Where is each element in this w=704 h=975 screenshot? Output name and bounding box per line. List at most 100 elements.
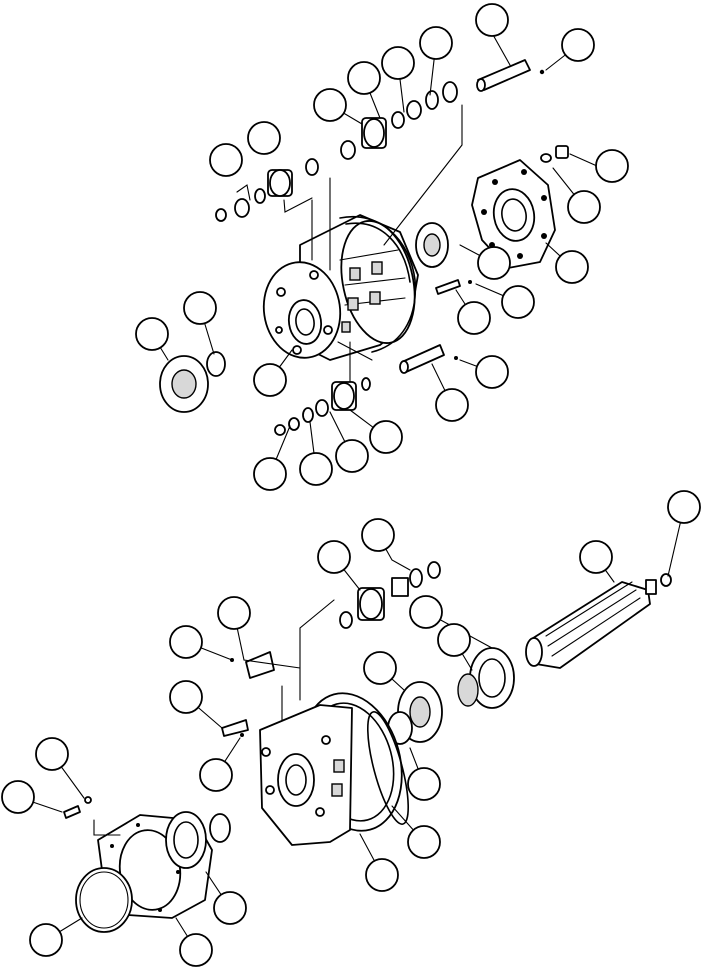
- callout-circle: [501, 285, 535, 319]
- callout-circle: [363, 651, 397, 685]
- callout-balloon: [667, 490, 701, 524]
- callout-balloon: [595, 149, 629, 183]
- callout-circle: [183, 291, 217, 325]
- callout-balloon: [555, 250, 589, 284]
- callout-balloon: [253, 363, 287, 397]
- callout-circle: [169, 680, 203, 714]
- callout-balloon: [253, 457, 287, 491]
- callout-balloon: [1, 780, 35, 814]
- callout-circle: [435, 388, 469, 422]
- callout-balloon: [579, 540, 613, 574]
- splined-output-shaft: [525, 573, 672, 669]
- callout-circle: [317, 540, 351, 574]
- lower-planet-shaft: [399, 344, 458, 374]
- callout-balloon: [419, 26, 453, 60]
- callout-balloon: [363, 651, 397, 685]
- callout-balloon: [561, 28, 595, 62]
- callout-balloon: [247, 121, 281, 155]
- callout-balloon: [407, 767, 441, 801]
- callout-balloon: [347, 61, 381, 95]
- callout-circle: [365, 858, 399, 892]
- callout-balloon: [299, 452, 333, 486]
- callout-circle: [347, 61, 381, 95]
- callout-circle: [567, 190, 601, 224]
- ring-gear-carrier: [259, 692, 410, 846]
- callout-balloon: [209, 143, 243, 177]
- callout-circle: [475, 355, 509, 389]
- callout-circle: [313, 88, 347, 122]
- callout-balloon: [313, 88, 347, 122]
- planet-shaft-pin: [476, 59, 545, 92]
- callout-balloon: [381, 46, 415, 80]
- callout-circle: [409, 595, 443, 629]
- shaft-bearing: [457, 647, 515, 709]
- bearing-retainer-flange: [471, 159, 556, 269]
- callout-balloon: [457, 301, 491, 335]
- callout-balloon: [475, 355, 509, 389]
- callout-balloon: [35, 737, 69, 771]
- callout-balloon: [501, 285, 535, 319]
- callout-circle: [169, 625, 203, 659]
- upper-left-bearing-stack: [215, 158, 319, 222]
- callout-balloon: [317, 540, 351, 574]
- callout-balloon: [29, 923, 63, 957]
- callout-circle: [253, 363, 287, 397]
- carrier-pin: [221, 651, 275, 737]
- callout-circle: [299, 452, 333, 486]
- callout-balloon: [183, 291, 217, 325]
- lower-planet-gear: [339, 561, 441, 629]
- callout-circle: [579, 540, 613, 574]
- callout-balloon: [435, 388, 469, 422]
- callout-balloon: [361, 518, 395, 552]
- callout-circle: [135, 317, 169, 351]
- callout-balloon: [475, 3, 509, 37]
- callout-circle: [179, 933, 213, 967]
- callout-balloon: [169, 625, 203, 659]
- callout-circle: [217, 596, 251, 630]
- callout-circle: [369, 420, 403, 454]
- retaining-pin-middle: [435, 279, 472, 295]
- lower-bearing-stack: [274, 377, 371, 436]
- callout-balloon: [369, 420, 403, 454]
- callout-balloon: [437, 623, 471, 657]
- callout-circle: [475, 3, 509, 37]
- callout-circle: [247, 121, 281, 155]
- sun-gear-upper: [159, 351, 226, 413]
- callout-balloon: [365, 858, 399, 892]
- callout-circle: [561, 28, 595, 62]
- callout-circle: [199, 758, 233, 792]
- callout-balloon: [179, 933, 213, 967]
- callout-circle: [667, 490, 701, 524]
- upper-planet-gear-stack: [340, 81, 458, 160]
- o-ring: [75, 867, 133, 933]
- callout-balloon: [407, 825, 441, 859]
- callout-circle: [407, 825, 441, 859]
- callout-balloon: [135, 317, 169, 351]
- callout-circle: [457, 301, 491, 335]
- callout-circle: [335, 439, 369, 473]
- callout-balloon: [199, 758, 233, 792]
- upper-planet-gear-right: [415, 222, 449, 268]
- callout-balloon: [169, 680, 203, 714]
- callout-circle: [213, 891, 247, 925]
- callout-balloon: [567, 190, 601, 224]
- callout-circle: [1, 780, 35, 814]
- callout-circle: [35, 737, 69, 771]
- cover-bolt: [63, 796, 92, 819]
- callout-circle: [361, 518, 395, 552]
- callout-balloon: [409, 595, 443, 629]
- callout-circle: [253, 457, 287, 491]
- callout-balloon: [213, 891, 247, 925]
- callout-circle: [407, 767, 441, 801]
- planet-carrier-housing: [262, 214, 419, 361]
- callout-circle: [555, 250, 589, 284]
- flange-bolt: [540, 145, 569, 163]
- callout-balloon: [477, 246, 511, 280]
- sun-gear-lower: [387, 681, 443, 745]
- upper-planetary-assembly: [151, 32, 598, 475]
- callout-circle: [29, 923, 63, 957]
- callout-circle: [595, 149, 629, 183]
- lower-planetary-assembly: [17, 506, 685, 951]
- callout-circle: [437, 623, 471, 657]
